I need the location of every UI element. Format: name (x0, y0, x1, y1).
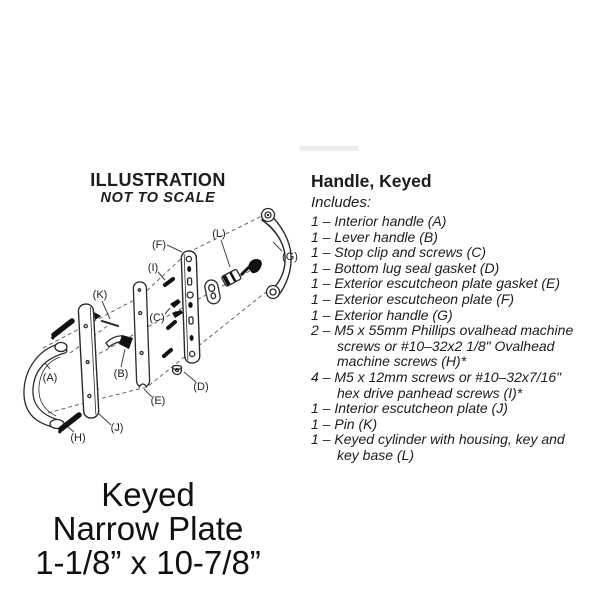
part-label-K: (K) (93, 289, 108, 301)
parts-panel-title: Handle, Keyed (311, 171, 432, 191)
parts-list-item: 2 – M5 x 55mm Phillips ovalhead machine … (311, 322, 574, 370)
interior-plate-J (77, 303, 100, 419)
parts-list-item: 1 – Interior handle (A) (311, 213, 447, 229)
part-label-C: (C) (149, 312, 164, 324)
exterior-plate-F (180, 250, 201, 364)
part-label-J: (J) (111, 422, 124, 434)
parts-list-item: 1 – Exterior escutcheon plate gasket (E) (311, 275, 561, 292)
parts-list-item: 1 – Exterior escutcheon plate (F) (311, 290, 515, 307)
parts-list-item: 1 – Keyed cylinder with housing, key and… (311, 431, 565, 463)
leader-lines (39, 239, 283, 433)
parts-list-item: 4 – M5 x 12mm screws or #10–32x7/16" hex… (311, 368, 562, 401)
exploded-view-svg: (A) (B) (C) (D) (E) (F) (G) (H) (I) (J) … (23, 207, 298, 444)
exterior-handle-G (260, 207, 292, 300)
parts-list-item: 1 – Bottom lug seal gasket (D) (311, 259, 500, 276)
part-label-F: (F) (152, 239, 166, 251)
screw-H-top (50, 318, 75, 340)
illustration-heading: ILLUSTRATION NOT TO SCALE (78, 170, 238, 207)
gasket-plate-E (132, 281, 151, 388)
screw-H-bottom (57, 412, 82, 434)
caption-line-2: Narrow Plate (52, 510, 244, 547)
parts-list-item: 1 – Interior escutcheon plate (J) (311, 400, 508, 417)
parts-list-item: 1 – Stop clip and screws (C) (311, 244, 487, 261)
bottom-lug-D (171, 364, 183, 376)
interior-handle-A (23, 341, 68, 430)
illustration-subtitle: NOT TO SCALE (100, 190, 216, 206)
part-label-G: (G) (282, 251, 298, 263)
includes-label: Includes: (311, 194, 372, 211)
part-label-I: (I) (148, 262, 158, 274)
keyed-cylinder-L (221, 259, 262, 287)
cylinder-ring-L (204, 279, 221, 305)
part-label-D: (D) (193, 381, 208, 393)
screw-tip-upper (94, 312, 101, 320)
caption-line-3: 1-1/8” x 10-7/8” (35, 544, 261, 581)
parts-list-item: 1 – Lever handle (B) (311, 228, 438, 245)
part-label-E: (E) (151, 395, 166, 407)
caption-line-1: Keyed (101, 476, 195, 513)
part-label-H: (H) (70, 432, 85, 444)
illustration-title: ILLUSTRATION (90, 170, 226, 190)
parts-list-panel: Handle, Keyed Includes: 1 – Interior han… (311, 171, 600, 464)
pin-K (100, 319, 120, 328)
exploded-view-diagram: (A) (B) (C) (D) (E) (F) (G) (H) (I) (J) … (10, 200, 310, 475)
parts-list-item: 1 – Exterior handle (G) (311, 306, 453, 323)
part-labels: (A) (B) (C) (D) (E) (F) (G) (H) (I) (J) … (43, 228, 298, 444)
product-caption: Keyed Narrow Plate 1-1/8” x 10-7/8” (28, 478, 268, 580)
scan-artifact (299, 146, 359, 151)
part-label-B: (B) (114, 368, 129, 380)
lever-handle-B (105, 335, 133, 349)
part-label-A: (A) (43, 372, 58, 384)
screws-I-and-clips-C (162, 277, 183, 358)
part-label-L: (L) (212, 228, 225, 240)
parts-list-item: 1 – Pin (K) (311, 415, 378, 432)
